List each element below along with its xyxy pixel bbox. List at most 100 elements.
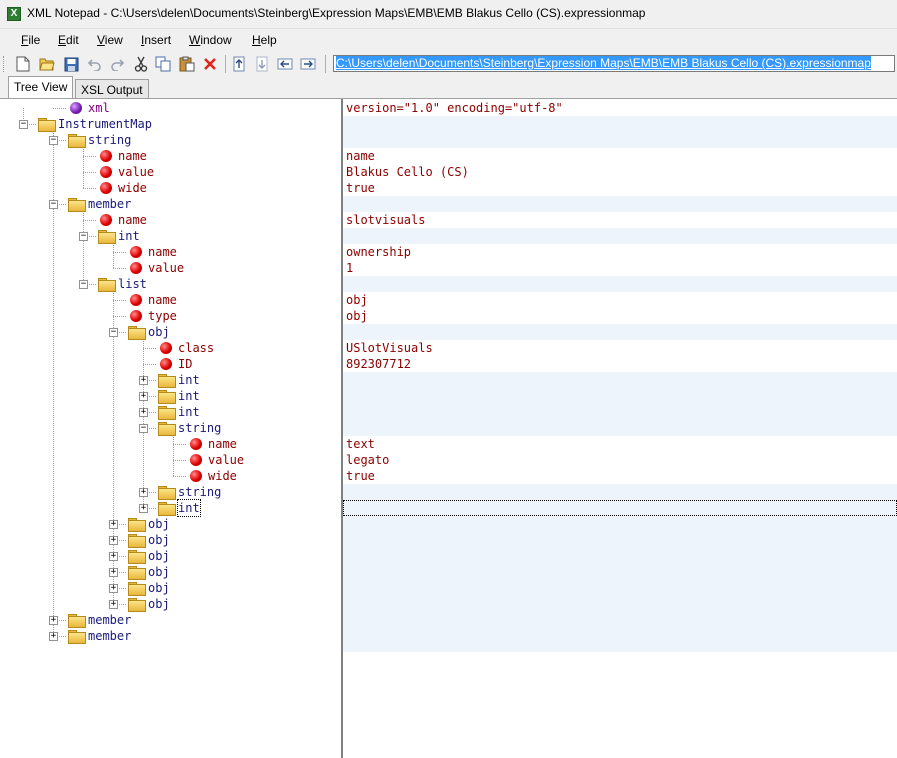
node-value[interactable]: [343, 484, 897, 500]
node-name[interactable]: wide: [208, 469, 237, 483]
menu-view[interactable]: View: [97, 33, 123, 47]
node-value[interactable]: [343, 276, 897, 292]
node-value[interactable]: [343, 116, 897, 132]
tree-node-attr[interactable]: name: [0, 244, 341, 260]
node-name[interactable]: name: [148, 293, 177, 307]
node-value[interactable]: 892307712: [346, 357, 412, 371]
expand-icon[interactable]: +: [139, 407, 148, 417]
expand-icon[interactable]: +: [109, 599, 118, 609]
node-value[interactable]: [343, 516, 897, 532]
tree-node-element[interactable]: +int: [0, 499, 341, 517]
tree-node-element[interactable]: +string: [0, 484, 341, 500]
tree-node-element[interactable]: − string: [0, 132, 341, 148]
nudge-up-icon[interactable]: [230, 55, 248, 73]
paste-icon[interactable]: [178, 55, 196, 73]
node-name[interactable]: InstrumentMap: [58, 117, 152, 131]
node-name[interactable]: value: [118, 165, 155, 179]
node-name[interactable]: obj: [148, 581, 170, 595]
tree-node-element[interactable]: +int: [0, 404, 341, 420]
expand-icon[interactable]: +: [139, 375, 148, 385]
node-name[interactable]: obj: [148, 549, 170, 563]
tree-node-element[interactable]: − list: [0, 276, 341, 292]
node-name[interactable]: name: [148, 245, 177, 259]
delete-icon[interactable]: [201, 55, 219, 73]
expand-icon[interactable]: +: [139, 503, 148, 513]
node-value[interactable]: slotvisuals: [346, 213, 426, 227]
node-name[interactable]: name: [208, 437, 237, 451]
cut-icon[interactable]: [132, 55, 150, 73]
collapse-icon[interactable]: −: [19, 119, 28, 129]
menu-help[interactable]: Help: [252, 33, 277, 47]
toolbar-grip[interactable]: [3, 56, 7, 72]
node-name[interactable]: name: [118, 149, 147, 163]
tree-node-attr[interactable]: type: [0, 308, 341, 324]
nudge-right-icon[interactable]: [299, 55, 317, 73]
expand-icon[interactable]: +: [109, 583, 118, 593]
node-name[interactable]: xml: [88, 101, 110, 115]
collapse-icon[interactable]: −: [139, 423, 148, 433]
node-value[interactable]: [343, 612, 897, 628]
node-name[interactable]: class: [178, 341, 215, 355]
tree-node-attr[interactable]: value: [0, 452, 341, 468]
menu-edit[interactable]: Edit: [58, 33, 79, 47]
tree-node-element[interactable]: +obj: [0, 564, 341, 580]
node-name[interactable]: int: [178, 373, 200, 387]
new-icon[interactable]: [14, 55, 32, 73]
node-name[interactable]: string: [88, 133, 132, 147]
node-name[interactable]: list: [118, 277, 147, 291]
copy-icon[interactable]: [154, 55, 172, 73]
collapse-icon[interactable]: −: [49, 135, 58, 145]
tree-node-element[interactable]: − obj: [0, 324, 341, 340]
node-name[interactable]: obj: [148, 533, 170, 547]
collapse-icon[interactable]: −: [109, 327, 118, 337]
node-value[interactable]: true: [346, 469, 375, 483]
node-name[interactable]: obj: [148, 565, 170, 579]
node-name[interactable]: string: [178, 421, 222, 435]
tree-node-element[interactable]: + member: [0, 612, 341, 628]
node-name[interactable]: ID: [178, 357, 193, 371]
tree-node-element[interactable]: − int: [0, 228, 341, 244]
collapse-icon[interactable]: −: [79, 279, 88, 289]
node-value[interactable]: obj: [346, 293, 368, 307]
expand-icon[interactable]: +: [49, 631, 58, 641]
node-name[interactable]: value: [148, 261, 185, 275]
node-name[interactable]: type: [148, 309, 177, 323]
expand-icon[interactable]: +: [109, 535, 118, 545]
node-value[interactable]: [343, 324, 897, 340]
tree-node-attr[interactable]: value: [0, 260, 341, 276]
node-value[interactable]: [343, 420, 897, 436]
menu-file[interactable]: File: [21, 33, 41, 47]
node-name[interactable]: member: [88, 197, 132, 211]
tree-node-element[interactable]: −member: [0, 196, 341, 212]
tab-tree-view[interactable]: Tree View: [8, 76, 74, 98]
expand-icon[interactable]: +: [49, 615, 58, 625]
node-value[interactable]: [343, 548, 897, 564]
node-value[interactable]: ownership: [346, 245, 412, 259]
node-value[interactable]: [343, 404, 897, 420]
expand-icon[interactable]: +: [109, 551, 118, 561]
tree-node-element[interactable]: +obj: [0, 596, 341, 612]
nudge-down-icon[interactable]: [253, 55, 271, 73]
node-value[interactable]: [343, 580, 897, 596]
node-name[interactable]: obj: [148, 325, 170, 339]
node-name[interactable]: wide: [118, 181, 147, 195]
node-name[interactable]: value: [208, 453, 245, 467]
tree-node-attr[interactable]: name: [0, 148, 341, 164]
tree-node-attr[interactable]: ID: [0, 356, 341, 372]
node-value[interactable]: [343, 372, 897, 388]
menu-insert[interactable]: Insert: [141, 33, 172, 47]
tree-node-attr[interactable]: value: [0, 164, 341, 180]
node-value[interactable]: [343, 500, 897, 516]
node-name[interactable]: int: [118, 229, 140, 243]
menu-window[interactable]: Window: [189, 33, 232, 47]
node-value[interactable]: [343, 196, 897, 212]
node-name[interactable]: member: [88, 613, 132, 627]
node-value[interactable]: text: [346, 437, 375, 451]
collapse-icon[interactable]: −: [79, 231, 88, 241]
node-value[interactable]: 1: [346, 261, 354, 275]
tree-node-attr[interactable]: name: [0, 212, 341, 228]
node-value[interactable]: name: [346, 149, 375, 163]
node-value[interactable]: Blakus Cello (CS): [346, 165, 469, 179]
node-name[interactable]: int: [178, 389, 200, 403]
